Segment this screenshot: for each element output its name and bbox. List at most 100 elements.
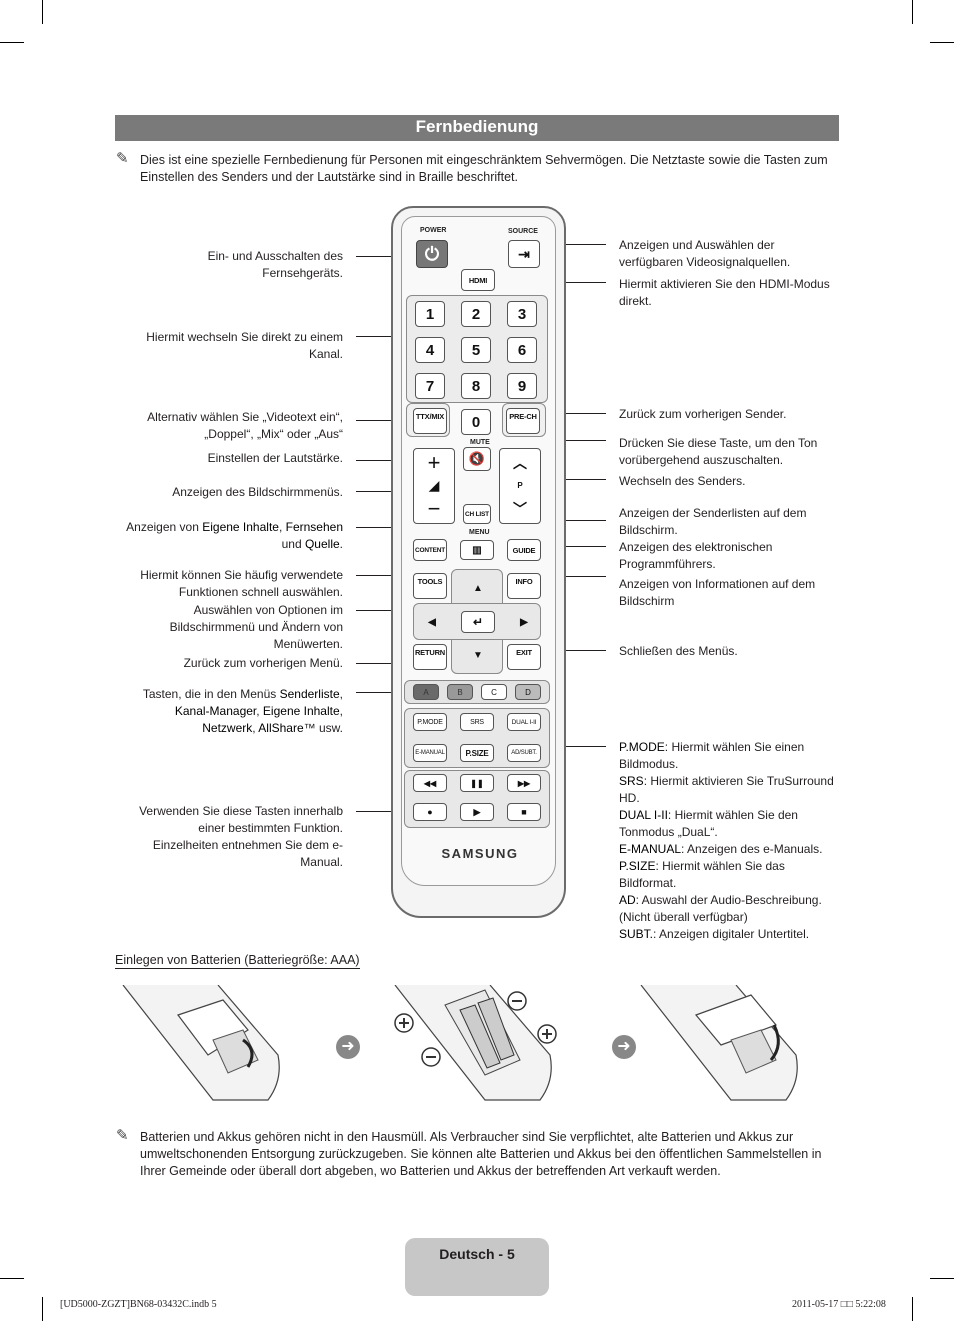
color-key-b[interactable]: B xyxy=(447,684,473,700)
srs-button[interactable]: SRS xyxy=(460,713,494,731)
source-button[interactable]: ⇥ xyxy=(508,240,540,268)
fast-forward-button[interactable]: ▶▶ xyxy=(507,774,541,792)
crop-mark xyxy=(42,1297,43,1321)
label-media: Verwenden Sie diese Tasten innerhalb ein… xyxy=(139,804,343,869)
record-button[interactable]: ● xyxy=(413,803,447,821)
nav-down-button[interactable]: ▼ xyxy=(463,644,493,666)
play-icon: ▶ xyxy=(473,806,481,817)
page-number: Deutsch - 5 xyxy=(439,1246,515,1262)
leader-line xyxy=(356,692,408,693)
volume-level-icon: ◢ xyxy=(428,477,440,494)
label-guide: Anzeigen des elektronischen Programmführ… xyxy=(619,540,773,571)
stop-icon: ■ xyxy=(521,807,527,817)
p-mode-button[interactable]: P.MODE xyxy=(413,713,447,731)
content-button[interactable]: CONTENT xyxy=(413,539,447,561)
info-button[interactable]: INFO xyxy=(507,573,541,599)
enter-icon: ↵ xyxy=(472,615,484,629)
crop-mark xyxy=(930,42,954,43)
digit-2-button[interactable]: 2 xyxy=(461,301,491,327)
arrow-up-icon: ▲ xyxy=(473,582,483,594)
channel-key-label: P xyxy=(517,481,523,491)
leader-line xyxy=(542,576,606,577)
color-key-a[interactable]: A xyxy=(413,684,439,700)
crop-mark xyxy=(42,0,43,24)
menu-key-label: MENU xyxy=(469,529,490,536)
tools-button[interactable]: TOOLS xyxy=(413,573,447,599)
step-arrow-icon: ➜ xyxy=(612,1035,636,1059)
power-key-label: POWER xyxy=(420,227,447,234)
nav-right-button[interactable]: ▶ xyxy=(512,611,536,633)
hdmi-button[interactable]: HDMI xyxy=(461,269,495,291)
digit-6-button[interactable]: 6 xyxy=(507,337,537,363)
label-prech: Zurück zum vorherigen Sender. xyxy=(619,407,787,421)
arrow-left-icon: ◀ xyxy=(428,616,436,628)
pause-button[interactable]: ❚❚ xyxy=(460,774,494,792)
battery-note: Batterien und Akkus gehören nicht in den… xyxy=(140,1130,822,1178)
channel-rocker[interactable]: ︿ P ﹀ xyxy=(499,448,541,524)
label-nav: Auswählen von Optionen im Bildschirmmenü… xyxy=(169,603,343,651)
rewind-button[interactable]: ◀◀ xyxy=(413,774,447,792)
mute-key-label: MUTE xyxy=(470,439,490,446)
leader-line xyxy=(356,256,420,257)
guide-button[interactable]: GUIDE xyxy=(507,539,541,561)
page-number-tab: Deutsch - 5 xyxy=(405,1238,549,1296)
leader-line xyxy=(356,527,414,528)
crop-mark xyxy=(912,0,913,24)
leader-line xyxy=(542,479,606,480)
leader-line xyxy=(356,575,414,576)
footer-timestamp: 2011-05-17 □□ 5:22:08 xyxy=(792,1299,886,1310)
enter-button[interactable]: ↵ xyxy=(461,611,495,633)
label-function-keys: P.MODE: Hiermit wählen Sie einen Bildmod… xyxy=(619,740,834,941)
color-key-d[interactable]: D xyxy=(515,684,541,700)
nav-up-button[interactable]: ▲ xyxy=(463,577,493,599)
leader-line xyxy=(552,746,606,747)
play-button[interactable]: ▶ xyxy=(460,803,494,821)
digit-3-button[interactable]: 3 xyxy=(507,301,537,327)
leader-line xyxy=(356,420,414,421)
mute-icon: 🔇 xyxy=(468,451,486,466)
menu-button[interactable]: ▥ xyxy=(460,540,494,560)
label-info: Anzeigen von Informationen auf dem Bilds… xyxy=(619,577,816,608)
arrow-right-icon: ▶ xyxy=(520,616,528,628)
digit-7-button[interactable]: 7 xyxy=(415,373,445,399)
leader-line xyxy=(356,811,404,812)
battery-step-1-illustration xyxy=(122,985,280,1101)
leader-line xyxy=(542,650,606,651)
battery-step-2-illustration xyxy=(394,985,557,1101)
return-button[interactable]: RETURN xyxy=(413,644,447,670)
source-key-label: SOURCE xyxy=(508,228,538,235)
label-color-keys: Tasten, die in den Menüs Senderliste,Kan… xyxy=(142,687,343,735)
label-source: Anzeigen und Auswählen der verfügbaren V… xyxy=(619,238,791,269)
dual-button[interactable]: DUAL I-II xyxy=(507,713,541,731)
ad-subt-button[interactable]: AD/SUBT. xyxy=(507,744,541,762)
digit-0-button[interactable]: 0 xyxy=(461,409,491,435)
digit-8-button[interactable]: 8 xyxy=(461,373,491,399)
samsung-logo: SAMSUNG xyxy=(441,846,519,861)
rewind-icon: ◀◀ xyxy=(423,778,437,788)
nav-left-button[interactable]: ◀ xyxy=(420,611,444,633)
leader-line xyxy=(356,663,414,664)
label-volume: Einstellen der Lautstärke. xyxy=(207,451,343,465)
digit-4-button[interactable]: 4 xyxy=(415,337,445,363)
pre-ch-button[interactable]: PRE-CH xyxy=(506,408,540,434)
mute-button[interactable]: 🔇 xyxy=(463,447,491,471)
intro-note: Dies ist eine spezielle Fernbedienung fü… xyxy=(140,153,828,184)
leader-line xyxy=(542,546,606,547)
digit-9-button[interactable]: 9 xyxy=(507,373,537,399)
fast-forward-icon: ▶▶ xyxy=(517,778,531,788)
volume-down-icon: − xyxy=(427,496,441,522)
exit-button[interactable]: EXIT xyxy=(507,644,541,670)
label-content: Anzeigen von Eigene Inhalte, Fernsehen u… xyxy=(126,520,343,551)
digit-1-button[interactable]: 1 xyxy=(415,301,445,327)
digit-5-button[interactable]: 5 xyxy=(461,337,491,363)
power-button[interactable]: ⏻ xyxy=(416,240,448,268)
ttx-mix-button[interactable]: TTX/MIX xyxy=(413,408,447,434)
p-size-button[interactable]: P.SIZE xyxy=(460,744,494,762)
label-tools: Hiermit können Sie häufig verwendete Fun… xyxy=(140,568,343,599)
volume-rocker[interactable]: + ◢ − xyxy=(413,448,455,524)
battery-step-3-illustration xyxy=(640,985,798,1101)
e-manual-button[interactable]: E-MANUAL xyxy=(413,744,447,762)
ch-list-button[interactable]: CH LIST xyxy=(463,504,491,524)
color-key-c[interactable]: C xyxy=(481,684,507,700)
stop-button[interactable]: ■ xyxy=(507,803,541,821)
